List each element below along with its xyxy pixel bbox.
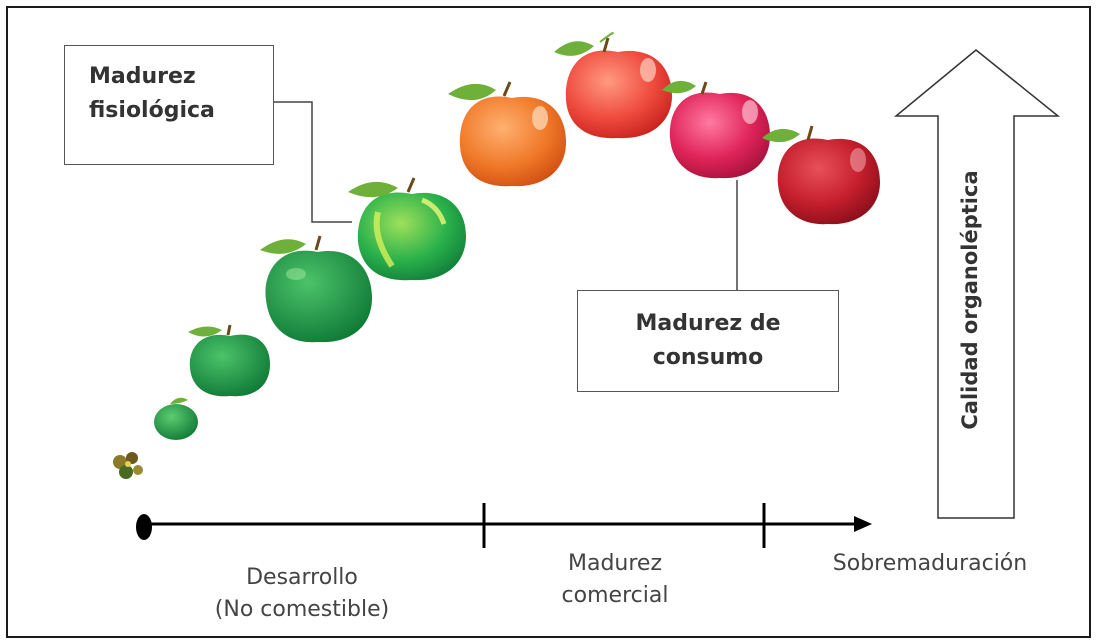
madurez-fisiologica-line2: fisiológica [89, 98, 215, 123]
fisiologica-connector [274, 101, 352, 223]
stage-sobremaduracion-line1: Sobremaduración [832, 551, 1028, 576]
flower-bud-icon [113, 452, 143, 479]
timeline-arrowhead [854, 516, 872, 532]
pink-red-apple-icon [662, 80, 770, 179]
madurez-consumo-line1: Madurez de [635, 311, 781, 336]
madurez-consumo-line2: consumo [652, 345, 764, 370]
madurez-consumo-box: Madurez de consumo [577, 290, 839, 392]
stage-desarrollo-line1: Desarrollo [246, 565, 358, 590]
quality-arrow [893, 49, 1061, 519]
red-orange-apple-icon [554, 32, 672, 139]
dark-red-apple-icon [762, 125, 880, 225]
madurez-fisiologica-box: Madurez fisiológica [64, 45, 274, 165]
madurez-fisiologica-line1: Madurez [89, 64, 196, 89]
timeline-start-dot [136, 514, 152, 540]
light-green-apple-icon [348, 177, 466, 281]
stage-desarrollo-label: Desarrollo (No comestible) [172, 562, 432, 626]
small-green-apple-icon [188, 324, 270, 397]
stage-desarrollo-line2: (No comestible) [214, 597, 390, 622]
stage-madurez-comercial-line1: Madurez [567, 551, 662, 576]
orange-apple-icon [448, 81, 566, 187]
stage-madurez-comercial-label: Madurez comercial [530, 548, 700, 612]
stage-madurez-comercial-line2: comercial [561, 583, 669, 608]
stage-sobremaduracion-label: Sobremaduración [795, 548, 1065, 580]
tiny-green-fruit-icon [154, 397, 198, 440]
calidad-organoleptica-label: Calidad organoléptica [958, 170, 982, 430]
medium-green-apple-icon [260, 235, 372, 343]
